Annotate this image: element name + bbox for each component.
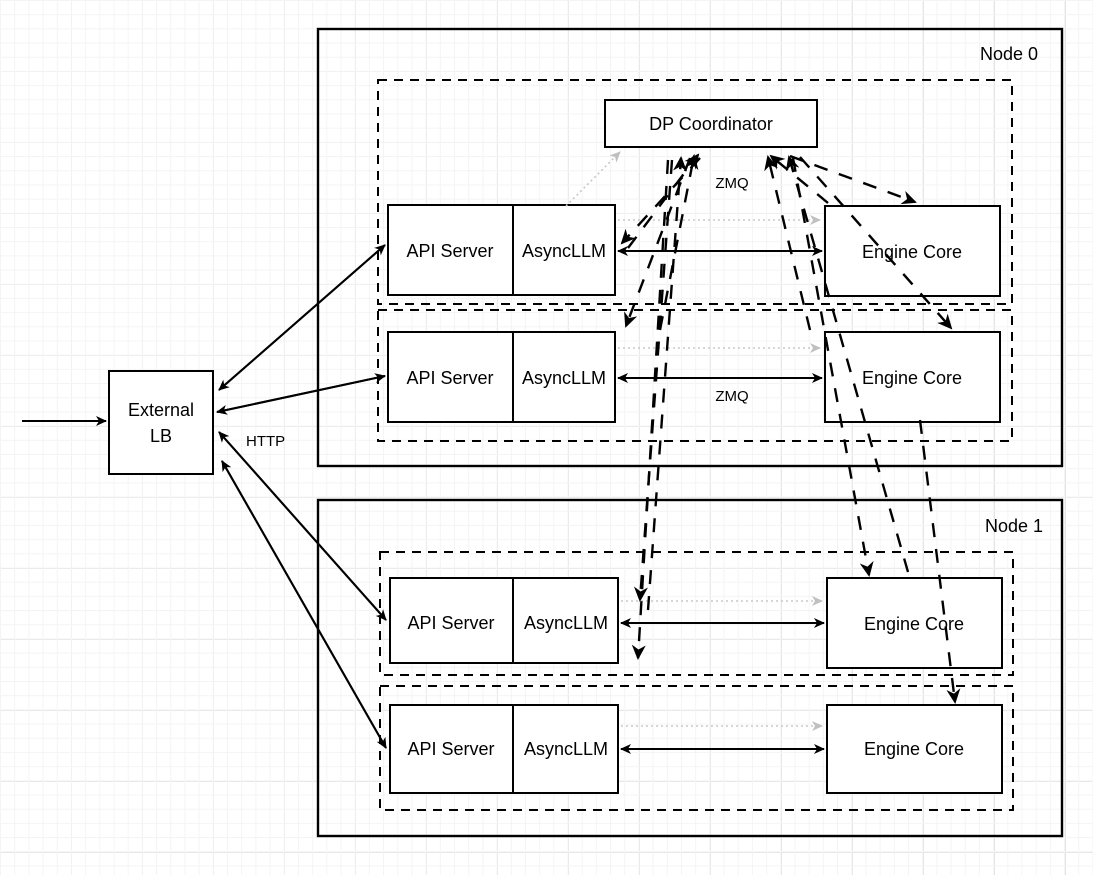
node1-rank1-apiserver-label: API Server <box>407 739 494 759</box>
coordinator-edge-node0-rank0-down <box>620 157 701 245</box>
node1-rank0-enginecore-label: Engine Core <box>864 614 964 634</box>
coordinator-edge-node1-ec0-down <box>791 157 874 577</box>
node0-zmq-label-bottom: ZMQ <box>715 388 748 405</box>
node0-rank0-apiserver-label: API Server <box>406 241 493 261</box>
node0-zmq-label-top: ZMQ <box>715 175 748 192</box>
node1-rank0-asyncllm-label: AsyncLLM <box>524 613 608 633</box>
external-lb-label-line2: LB <box>150 426 172 446</box>
node1-rank1-group <box>379 685 1014 811</box>
node0-rank0-apiserver-box[interactable] <box>387 204 616 296</box>
node1-rank1-apiserver-box[interactable] <box>389 704 619 794</box>
node1-rank1-asyncllm-label: AsyncLLM <box>524 739 608 759</box>
node0-rank1-apiserver-box[interactable] <box>387 331 616 423</box>
node0-rank1-enginecore-label: Engine Core <box>862 368 962 388</box>
http-label: HTTP <box>246 433 285 450</box>
coordinator-edge-node0-ec0-down <box>789 154 917 205</box>
node0-rank0-to-lb-arrow <box>218 244 386 391</box>
node0-label: Node 0 <box>980 44 1038 64</box>
node0-boundary <box>316 27 1064 468</box>
coordinator-edge-node1-ec1-down <box>918 419 961 704</box>
coordinator-edge-node1-rank0-up <box>646 156 688 611</box>
node0-rank0-group <box>377 79 1013 305</box>
node1-rank1-enginecore-label: Engine Core <box>864 739 964 759</box>
node1-rank0-group <box>379 551 1014 676</box>
coordinator-edge-node0-rank0-up <box>627 153 700 249</box>
node0-rank1-apiserver-label: API Server <box>406 368 493 388</box>
node1-rank1-to-lb-arrow <box>221 460 387 749</box>
node0-rank0-dotted-to-coordinator <box>565 151 621 207</box>
node0-rank1-enginecore-box[interactable] <box>824 331 1001 423</box>
coordinator-edge-node0-ec0-up <box>769 154 829 204</box>
coordinator-edge-node0-rank1-up <box>658 154 699 331</box>
coordinator-edge-node1-ec0-up <box>785 155 910 573</box>
node0-rank1-asyncllm-label: AsyncLLM <box>522 368 606 388</box>
node1-label: Node 1 <box>985 516 1043 536</box>
coordinator-edge-node1-rank1-down <box>631 159 670 660</box>
external-lb-label-line1: External <box>128 400 194 420</box>
node0-rank1-to-lb-arrow <box>216 375 386 415</box>
node0-rank0-enginecore-box[interactable] <box>824 205 1001 297</box>
coordinator-edge-node0-rank1-down <box>624 157 692 328</box>
node1-rank0-to-lb-arrow <box>218 431 387 621</box>
dp-coordinator-label: DP Coordinator <box>649 114 773 134</box>
node1-rank0-apiserver-box[interactable] <box>389 577 619 664</box>
node1-rank1-enginecore-box[interactable] <box>826 704 1003 794</box>
external-lb-box[interactable] <box>108 370 214 475</box>
node0-rank0-asyncllm-label: AsyncLLM <box>522 241 606 261</box>
node1-rank0-apiserver-label: API Server <box>407 613 494 633</box>
coordinator-edge-node0-ec1-down <box>799 156 953 330</box>
dp-coordinator-box[interactable] <box>604 99 818 148</box>
node1-boundary <box>316 498 1064 838</box>
coordinator-edge-node0-ec1-up <box>764 155 812 331</box>
node1-rank0-enginecore-box[interactable] <box>826 577 1003 669</box>
